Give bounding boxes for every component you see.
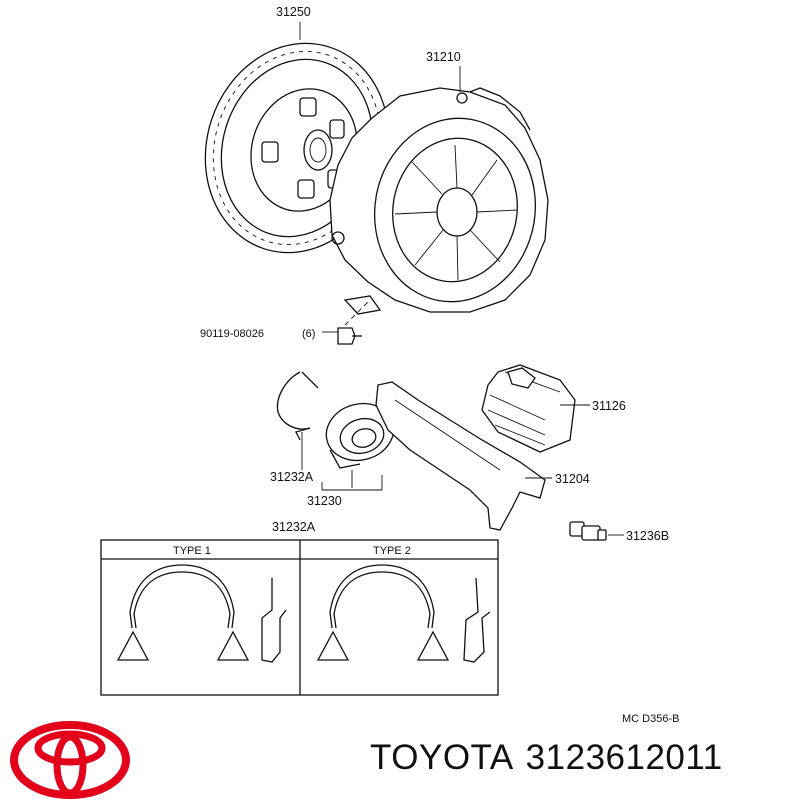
toyota-logo (10, 721, 130, 799)
label-31210: 31210 (426, 50, 461, 64)
label-31126: 31126 (592, 399, 626, 413)
type-2-clip (316, 564, 491, 663)
type-1-header: TYPE 1 (173, 545, 211, 557)
bolt-drawing (322, 299, 371, 345)
label-31204: 31204 (555, 472, 590, 486)
boot-drawing (481, 364, 576, 453)
clip-type-table: TYPE 1 TYPE 2 (100, 539, 499, 696)
type-1-clip (116, 564, 287, 663)
label-31232a-detail: 31232A (272, 520, 316, 534)
leader-lines (299, 22, 624, 536)
fork-support-drawing (569, 521, 607, 541)
brand-caption: TOYOTA 3123612011 (370, 738, 735, 778)
label-31232a: 31232A (270, 470, 314, 484)
release-fork-drawing (375, 381, 546, 531)
label-31250: 31250 (276, 5, 311, 19)
clutch-cover-drawing (329, 87, 549, 315)
label-31236b: 31236B (626, 529, 669, 543)
label-31230: 31230 (307, 494, 342, 508)
drawing-code: MC D356-B (622, 713, 679, 725)
label-bolt: 90119-08026 (200, 328, 264, 340)
brand-name: TOYOTA (370, 738, 514, 777)
part-number: 3123612011 (525, 738, 723, 777)
type-2-header: TYPE 2 (373, 545, 411, 557)
label-bolt-qty: (6) (302, 328, 315, 340)
